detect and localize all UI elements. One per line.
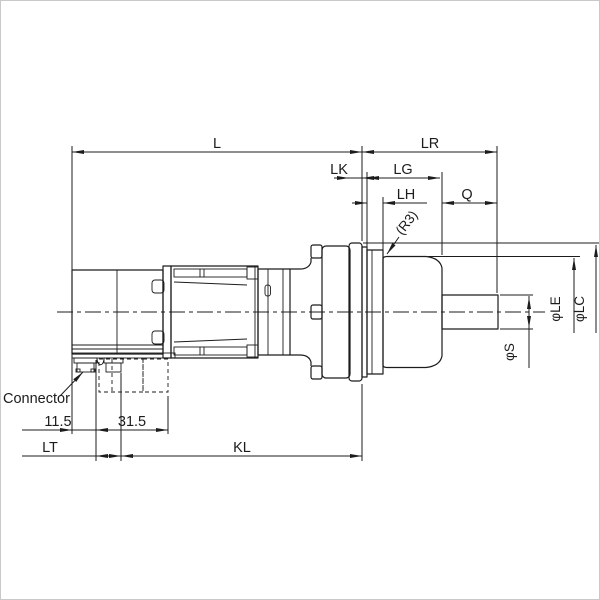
dim-label-phiLC: φLC <box>572 296 587 322</box>
dim-label-phiLE: φLE <box>548 296 563 321</box>
dimension-phiLC: φLC <box>572 245 598 333</box>
dim-label-11-5: 11.5 <box>44 414 71 430</box>
cable-dip <box>96 357 105 366</box>
dimension-LT: LT <box>22 440 121 458</box>
dim-label-LR: LR <box>421 136 440 152</box>
output-shaft <box>441 294 499 330</box>
dim-label-LH: LH <box>397 187 416 203</box>
dimension-KL: KL <box>121 440 362 458</box>
dimension-L: L <box>72 136 362 154</box>
dimension-phiS: φS <box>502 296 531 368</box>
dim-label-phiS: φS <box>502 343 517 361</box>
dim-label-KL: KL <box>233 440 251 456</box>
dimension-LH: LH <box>352 187 427 205</box>
dim-label-L: L <box>213 136 221 152</box>
dim-label-LG: LG <box>393 162 412 178</box>
dim-label-Q: Q <box>461 187 472 203</box>
gearhead-bell <box>382 255 443 369</box>
dimension-LR: LR <box>362 136 497 154</box>
flange-neck <box>290 258 312 366</box>
dimension-11-5: 11.5 <box>22 414 72 432</box>
dim-label-LK: LK <box>330 162 348 178</box>
gearhead-housing <box>361 246 443 378</box>
connector-callout: Connector <box>3 371 84 407</box>
dimension-Q: Q <box>442 187 497 205</box>
connector-label: Connector <box>3 391 70 407</box>
dim-label-LT: LT <box>42 440 58 456</box>
dimension-LG: LG <box>367 162 440 180</box>
extension-lines <box>71 146 599 461</box>
dim-label-31-5: 31.5 <box>118 414 146 430</box>
front-adapter <box>257 268 291 356</box>
dimension-31-5: 31.5 <box>72 414 168 432</box>
dimension-phiLE: φLE <box>548 258 576 333</box>
